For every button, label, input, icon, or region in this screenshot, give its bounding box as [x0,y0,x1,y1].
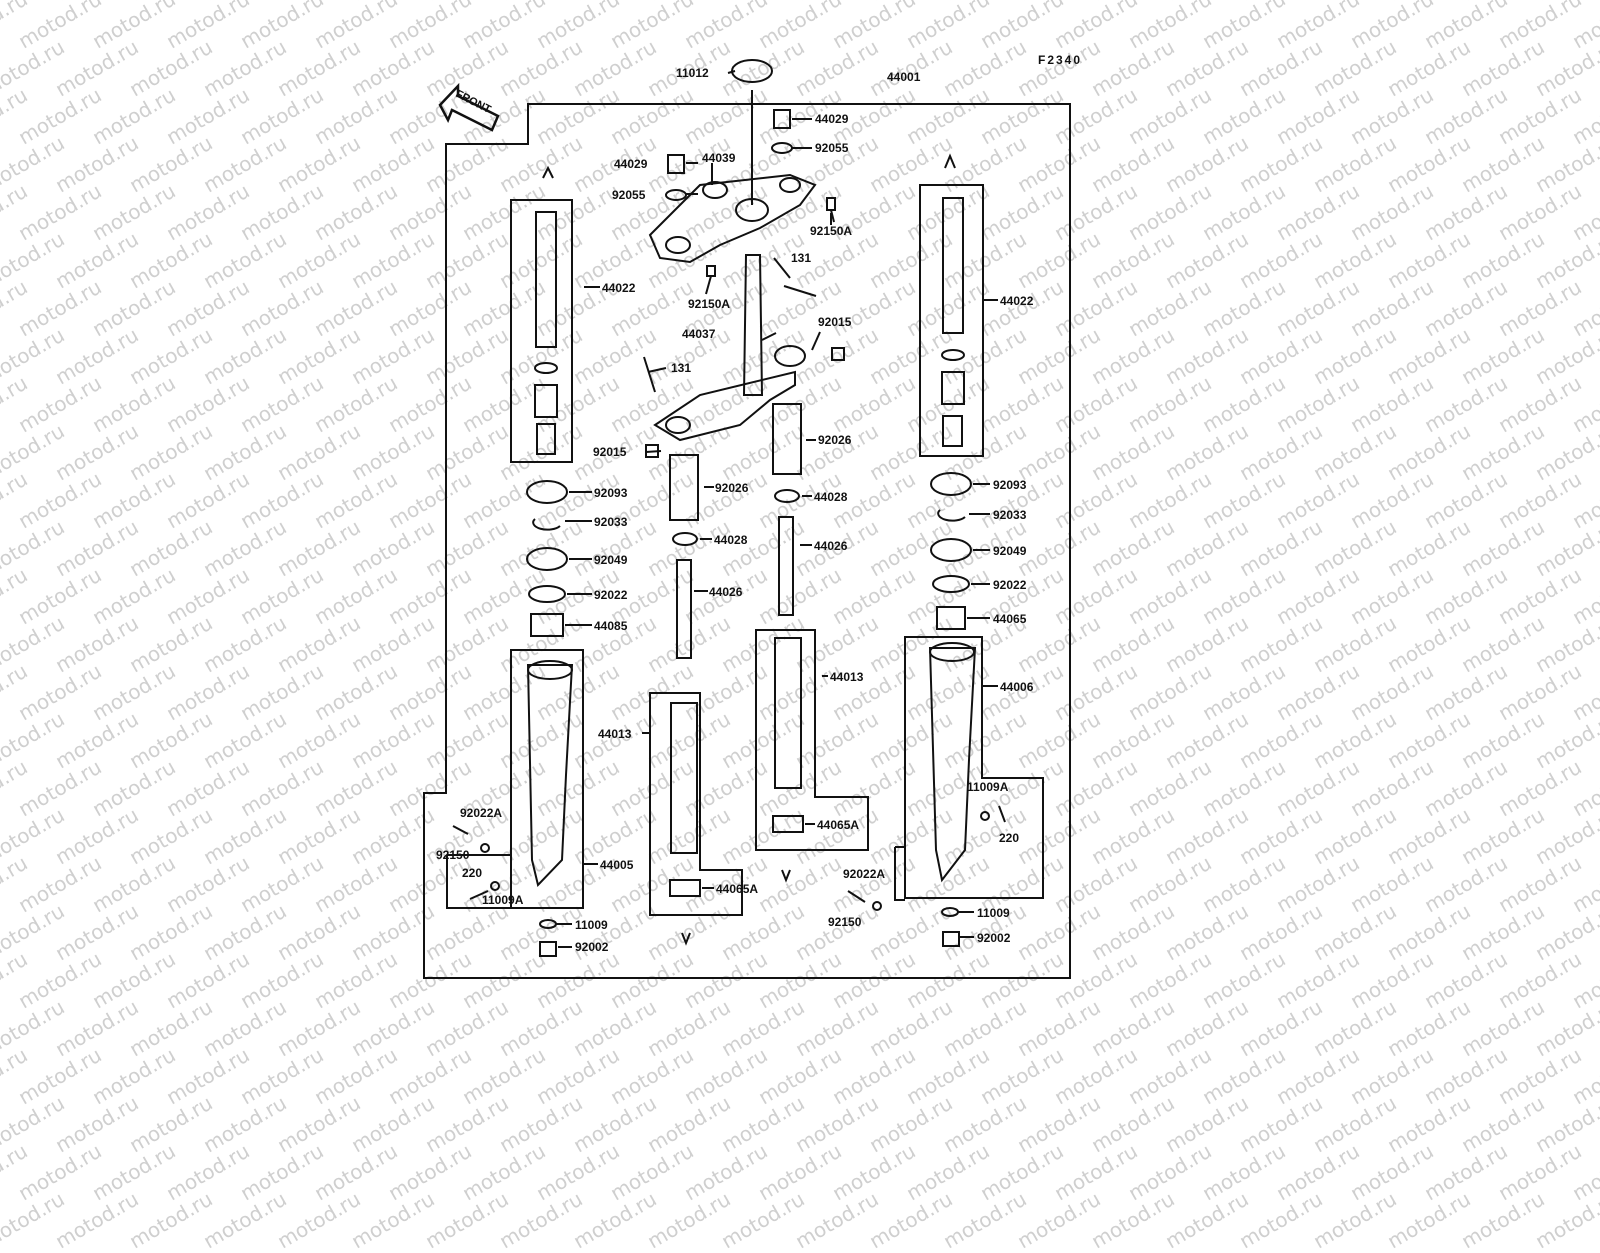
label-oilseal-left: 92049 [594,553,628,567]
label-rod-mid-right: 44026 [814,539,848,553]
label-bolt-cap-right: 44029 [815,112,849,126]
label-stud-left: 220 [462,866,482,880]
label-gasket-bottom-right: 11009 [977,906,1010,920]
box-left-tube [510,199,573,463]
label-outer-right: 44006 [1000,680,1034,694]
label-bolt-cap-left: 44029 [614,157,648,171]
label-inner-mid-left: 44013 [598,727,632,741]
label-bolt-131-left: 131 [671,361,691,375]
label-bolt-left: 92150 [436,848,470,862]
label-oring-left: 92055 [612,188,646,202]
label-screw-mid: 92150A [688,297,730,311]
label-washer-mid-right: 44028 [814,490,848,504]
label-washer-mid-left: 44028 [714,533,748,547]
box-right-tube [919,184,984,457]
label-screw-upper-right: 92150A [810,224,852,238]
label-nut-left: 92015 [593,445,627,459]
label-bolt-right: 92150 [828,915,862,929]
label-gasket-bottom-left: 11009 [575,918,608,932]
label-drain-left: 92002 [575,940,609,954]
box-right-outer [904,636,1044,899]
label-drain-right: 92002 [977,931,1011,945]
label-cap: 11012 [676,66,709,80]
label-nut-right: 92015 [818,315,852,329]
label-seal-right: 92093 [993,478,1027,492]
label-bracket-upper: 44039 [702,151,736,165]
assembly-outline [423,103,1071,979]
label-oilseal-right: 92049 [993,544,1027,558]
label-cap-11009a-left: 11009A [482,893,524,907]
label-bolt-131-top: 131 [791,251,811,265]
label-tube-left: 44022 [602,281,636,295]
label-washer-left: 92022 [594,588,628,602]
label-cap-11009a-right: 11009A [967,780,1009,794]
label-cover-mid-right: 92026 [818,433,852,447]
label-stem: 44037 [682,327,716,341]
box-mid-right [755,629,869,851]
label-inner-mid-right: 44013 [830,670,864,684]
label-rod-mid-left: 44026 [709,585,743,599]
exploded-view-drawing: F2340 FRONT 44001 11012 44029 92055 4402… [423,53,1082,979]
label-gasket-left: 92022A [460,806,502,820]
front-arrow [438,82,500,132]
label-bush-mid-right: 44065A [817,818,859,832]
label-assembly: 44001 [887,70,921,84]
label-bush-mid-left: 44065A [716,882,758,896]
label-oring-right: 92055 [815,141,849,155]
label-outer-left: 44005 [600,858,634,872]
label-stud-right: 220 [999,831,1019,845]
label-cover-mid-left: 92026 [715,481,749,495]
label-clip-left: 92033 [594,515,628,529]
label-seal-left: 92093 [594,486,628,500]
box-left-outer [510,649,584,909]
diagram-code: F2340 [1038,53,1082,67]
front-label: FRONT [454,88,493,116]
label-washer-right: 92022 [993,578,1027,592]
label-clip-right: 92033 [993,508,1027,522]
label-gasket-right: 92022A [843,867,885,881]
label-bush-left: 44085 [594,619,628,633]
label-bush-right: 44065 [993,612,1027,626]
box-mid-left [649,692,743,916]
label-tube-right: 44022 [1000,294,1034,308]
